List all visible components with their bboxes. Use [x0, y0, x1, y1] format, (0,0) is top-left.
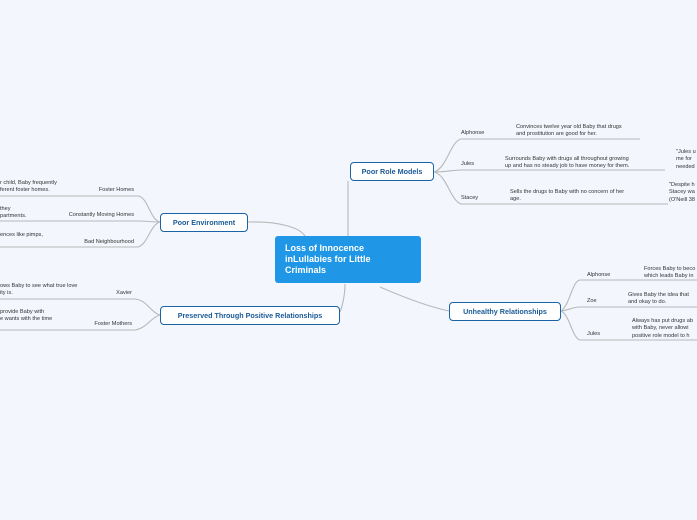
central-topic[interactable]: Loss of Innocence inLullabies for Little…: [275, 236, 421, 283]
note-foster-mothers: provide Baby with e wants with the time: [0, 309, 52, 324]
topic-poor-role-models[interactable]: Poor Role Models: [350, 162, 434, 181]
subtopic-bad-neighbourhood[interactable]: Bad Neighbourhood: [84, 239, 134, 245]
note-line: ferent foster homes.: [0, 187, 50, 194]
note-line: ity is.: [0, 290, 13, 297]
note-line: Always has put drugs ab: [632, 318, 693, 324]
note-stacey: Sells the drugs to Baby with no concern …: [510, 189, 624, 204]
note-zoe: Gives Baby the idea that and okay to do.: [628, 292, 689, 307]
note-line: e wants with the time: [0, 316, 53, 323]
central-topic-line: Criminals: [285, 265, 327, 275]
note-line: positive role model to h: [632, 332, 690, 339]
central-topic-line: inLullabies for Little: [285, 254, 371, 264]
subtopic-alphonse-unhealthy[interactable]: Alphonse: [587, 272, 611, 278]
topic-label: Preserved Through Positive Relationships: [177, 311, 323, 320]
note-line: which leads Baby in: [644, 273, 694, 280]
topic-label: Unhealthy Relationships: [463, 307, 547, 316]
quote-line: needed: [676, 163, 695, 170]
note-jules: Surrounds Baby with drugs all throughout…: [505, 156, 629, 171]
note-line: up and has no steady job to have money f…: [505, 163, 630, 170]
subtopic-constantly-moving-homes[interactable]: Constantly Moving Homes: [68, 212, 134, 218]
note-line: Convinces twelve year old Baby that drug…: [516, 124, 622, 130]
subtopic-alphonse[interactable]: Alphonse: [461, 130, 485, 136]
topic-unhealthy-relationships[interactable]: Unhealthy Relationships: [449, 302, 561, 321]
subtopic-stacey[interactable]: Stacey: [461, 195, 479, 201]
subtopic-jules[interactable]: Jules: [461, 161, 475, 167]
note-line: with Baby, never allowi: [632, 325, 689, 332]
note-jules-unhealthy: Always has put drugs ab with Baby, never…: [632, 318, 693, 340]
note-constantly-moving-homes: they partments.: [0, 206, 26, 221]
subtopic-jules-unhealthy[interactable]: Jules: [587, 331, 601, 337]
note-alphonse-unhealthy: Forces Baby to beco which leads Baby in: [644, 266, 695, 281]
subtopic-foster-homes[interactable]: Foster Homes: [98, 187, 134, 193]
note-xavier: ows Baby to see what true love ity is.: [0, 283, 77, 298]
quote-line: me for: [676, 156, 692, 163]
quote-line: "Despite h: [669, 182, 695, 188]
note-line: and prostitution are good for her.: [516, 131, 597, 138]
note-line: Sells the drugs to Baby with no concern …: [510, 189, 625, 195]
note-line: they: [0, 206, 11, 212]
note-line: partments.: [0, 213, 27, 220]
note-line: provide Baby with: [0, 309, 45, 315]
note-line: r child, Baby frequently: [0, 180, 57, 186]
topic-preserved-through-positive-relationships[interactable]: Preserved Through Positive Relationships: [160, 306, 340, 325]
subtopic-xavier[interactable]: Xavier: [116, 290, 132, 296]
subtopic-zoe[interactable]: Zoe: [587, 298, 597, 304]
note-line: Gives Baby the idea that: [628, 292, 689, 298]
quote-line: Stacey wa: [669, 189, 695, 196]
quote-line: "Jules u: [676, 149, 696, 155]
quote-line: (O'Neill 38: [669, 196, 695, 203]
topic-poor-environment[interactable]: Poor Environment: [160, 213, 248, 232]
note-foster-homes: r child, Baby frequently ferent foster h…: [0, 180, 57, 195]
note-line: Forces Baby to beco: [644, 266, 696, 272]
note-line: ows Baby to see what true love: [0, 283, 78, 289]
note-line: ences like pimps,: [0, 232, 43, 238]
note-alphonse: Convinces twelve year old Baby that drug…: [516, 124, 622, 139]
quote-jules: "Jules u me for needed: [676, 149, 696, 171]
note-bad-neighbourhood: ences like pimps,: [0, 232, 43, 239]
quote-stacey: "Despite h Stacey wa (O'Neill 38: [669, 182, 695, 204]
note-line: age.: [510, 196, 521, 203]
note-line: Surrounds Baby with drugs all throughout…: [505, 156, 629, 162]
subtopic-foster-mothers[interactable]: Foster Mothers: [94, 321, 132, 327]
topic-label: Poor Environment: [172, 218, 236, 227]
note-line: and okay to do.: [628, 299, 667, 306]
central-topic-line: Loss of Innocence: [285, 243, 365, 253]
topic-label: Poor Role Models: [361, 167, 423, 176]
